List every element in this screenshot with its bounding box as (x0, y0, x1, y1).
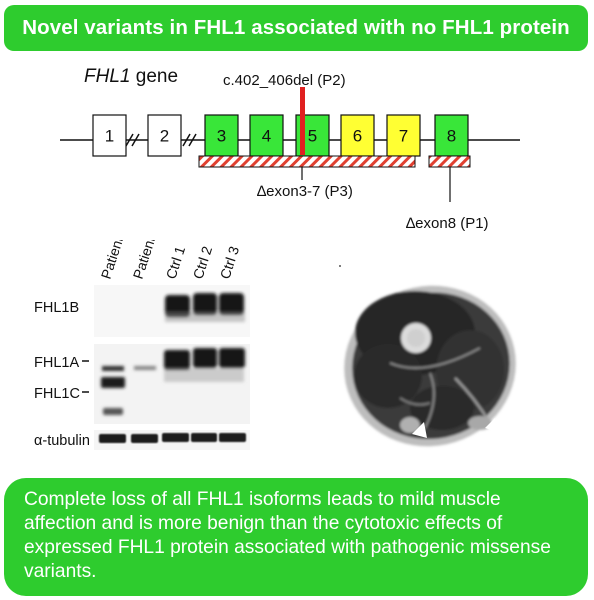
band-fhl1a-ctrl2 (193, 348, 217, 368)
deletion-region-exon8 (428, 155, 471, 168)
row-label-tubulin: α-tubulin (34, 433, 90, 449)
break-mark-1 (125, 133, 140, 147)
gene-title: FHL1 gene (84, 66, 178, 88)
band-tubulin-ctrl1 (162, 433, 189, 442)
title-text: Novel variants in FHL1 associated with n… (22, 16, 570, 39)
exon-box-2 (147, 114, 182, 157)
mri-thigh-image (339, 265, 516, 447)
deletion-region-exon3-7 (198, 155, 416, 168)
band-tubulin-p2 (131, 434, 158, 443)
lane-label-3: Ctrl 2 (190, 244, 216, 281)
label-p1: ∆exon8 (P1) (406, 215, 489, 232)
band-tubulin-ctrl2 (191, 433, 217, 442)
exon-box-7 (386, 114, 421, 157)
gene-suffix: gene (130, 66, 179, 87)
exon-label-5: 5 (308, 127, 317, 146)
exon-label-2: 2 (160, 127, 169, 146)
row-label-fhl1b: FHL1B (34, 300, 79, 316)
exon-label-7: 7 (399, 127, 408, 146)
lane-label-2: Ctrl 1 (163, 244, 189, 281)
exon-label-4: 4 (262, 127, 271, 146)
band-fhl1a-ctrl3 (219, 348, 245, 368)
arrowhead-left (412, 422, 427, 438)
label-p3: ∆exon3-7 (P3) (257, 183, 353, 200)
lane-label-0: Patient 1 (98, 240, 130, 281)
mutation-marker-p2 (300, 87, 305, 155)
mri-stray-dot (339, 265, 341, 267)
label-p2: c.402_406del (P2) (223, 72, 346, 89)
band-fhl1a-ctrl1 (164, 350, 190, 370)
row-label-fhl1c: FHL1C (34, 386, 80, 402)
band-tubulin-ctrl3 (219, 433, 246, 442)
exon-box-1 (92, 114, 127, 157)
title-banner: Novel variants in FHL1 associated with n… (4, 5, 588, 51)
arrowhead-right (485, 418, 500, 433)
band-fhl1b-ctrl3 (219, 293, 244, 315)
exon-label-3: 3 (217, 127, 226, 146)
band-fhl1c-patient1 (101, 377, 125, 388)
exon-label-6: 6 (353, 127, 362, 146)
summary-text: Complete loss of all FHL1 isoforms leads… (24, 489, 551, 582)
exon-box-3 (204, 114, 239, 157)
band-fhl1b-ctrl2 (193, 293, 217, 315)
lane-label-1: Patient 2 (130, 240, 162, 281)
band-tubulin-p1 (99, 434, 126, 443)
band-fhl1a-patient2 (134, 366, 156, 370)
summary-box: Complete loss of all FHL1 isoforms leads… (4, 478, 588, 596)
band-patient1-low (103, 408, 123, 415)
exon-label-8: 8 (447, 127, 456, 146)
gene-diagram: 1 2 3 4 5 6 7 8 c.402_406del (P2) ∆exon3-7 (P3)… (60, 72, 520, 232)
exon-label-1: 1 (105, 127, 114, 146)
break-mark-2 (182, 133, 197, 147)
row-label-fhl1a: FHL1A (34, 355, 79, 371)
gene-name: FHL1 (84, 66, 131, 87)
band-fhl1a-patient1-top (102, 366, 124, 371)
lane-label-4: Ctrl 3 (217, 244, 243, 281)
exon-box-8 (434, 114, 469, 157)
band-fhl1b-ctrl1 (165, 295, 190, 317)
